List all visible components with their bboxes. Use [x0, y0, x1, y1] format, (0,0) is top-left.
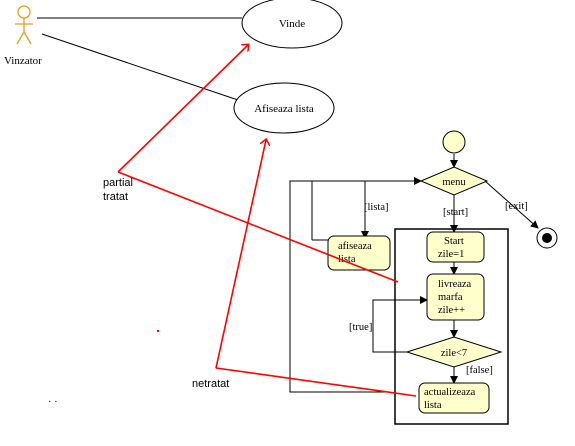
- annotation-lines: [117, 45, 417, 397]
- actor-icon: [15, 5, 33, 45]
- stray-dots: · ·: [48, 397, 58, 408]
- action-afiseaza-line1: afiseaza: [338, 241, 372, 252]
- action-actualizeaza-line2: lista: [424, 400, 442, 411]
- annotation-partial-line1: partial: [103, 177, 133, 189]
- use-case-afiseaza-lista[interactable]: Afiseaza lista: [233, 82, 335, 134]
- guard-lista: [lista]: [364, 202, 389, 213]
- annotation-netratat: netratat: [192, 378, 229, 390]
- stray-mark: [157, 330, 159, 332]
- use-case-vinde[interactable]: Vinde: [241, 0, 343, 49]
- use-case-vinde-label: Vinde: [279, 18, 305, 30]
- action-afiseaza-lista[interactable]: afiseaza lista: [327, 235, 391, 271]
- action-livreaza-line2: marfa: [438, 292, 463, 303]
- guard-exit: [exit]: [505, 201, 528, 212]
- action-start-line1: Start: [444, 236, 464, 247]
- guard-false: [false]: [466, 365, 493, 376]
- actor-vinzator[interactable]: Vinzator: [4, 5, 42, 67]
- action-actualizeaza-lista[interactable]: actualizeaza lista: [418, 382, 490, 414]
- final-node: [536, 227, 558, 249]
- action-livreaza-line3: zile++: [438, 305, 465, 316]
- decision-zile-label: zile<7: [441, 348, 467, 359]
- activity-connectors: [289, 154, 539, 393]
- action-start[interactable]: Start zile=1: [426, 231, 485, 263]
- action-afiseaza-line2: lista: [338, 254, 356, 265]
- guard-start: [start]: [443, 207, 468, 218]
- initial-node: [442, 130, 466, 154]
- annotation-partial-line2: tratat: [103, 191, 128, 203]
- menu-label: menu: [442, 177, 466, 188]
- loop-frame: [394, 228, 509, 425]
- association-afiseaza: [41, 33, 239, 101]
- action-actualizeaza-line1: actualizeaza: [424, 387, 476, 398]
- action-livreaza-line1: livreaza: [438, 279, 472, 290]
- guard-true: [true]: [349, 322, 372, 333]
- decision-zile[interactable]: zile<7: [405, 336, 503, 368]
- actor-label: Vinzator: [4, 55, 42, 67]
- menu-decision[interactable]: menu: [419, 166, 489, 196]
- action-livreaza-marfa[interactable]: livreaza marfa zile++: [426, 273, 485, 321]
- action-start-line2: zile=1: [438, 249, 464, 260]
- use-case-afiseaza-lista-label: Afiseaza lista: [254, 103, 314, 115]
